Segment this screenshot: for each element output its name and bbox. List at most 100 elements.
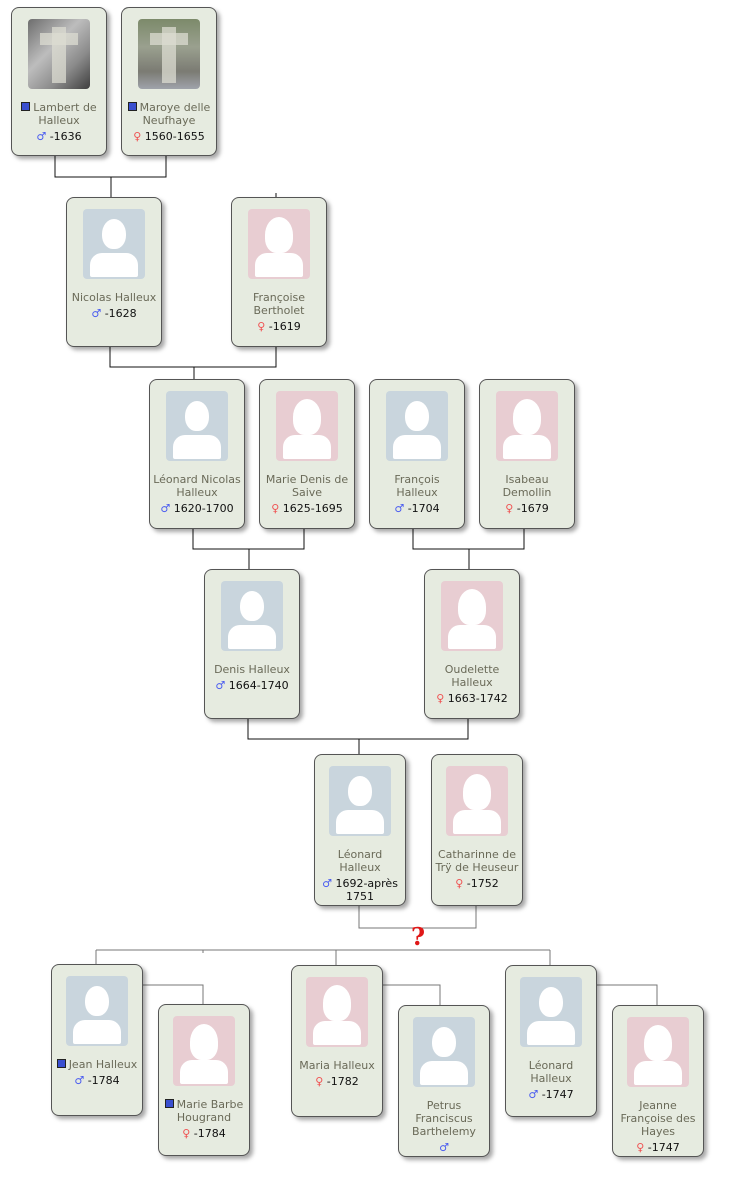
female-silhouette-icon <box>276 391 338 461</box>
person-card-lambert[interactable]: Lambert de Halleux ♂ -1636 <box>11 7 107 156</box>
male-symbol-icon: ♂ <box>36 130 47 143</box>
person-name-text: Maroye delle Neufhaye <box>139 101 211 127</box>
person-name: Françoise Bertholet <box>232 291 326 317</box>
person-card-isabeau[interactable]: Isabeau Demollin ♀ -1679 <box>479 379 575 529</box>
marker-square-icon <box>127 102 137 111</box>
dates-text: -1636 <box>49 130 82 143</box>
person-name: Lambert de Halleux <box>12 101 106 127</box>
person-name-text: Lambert de Halleux <box>33 101 97 127</box>
person-name-text: Léonard Halleux <box>528 1059 574 1085</box>
female-symbol-icon: ♀ <box>271 502 280 515</box>
dates-text: -1704 <box>407 502 440 515</box>
person-name-text: Maria Halleux <box>299 1059 375 1072</box>
male-symbol-icon: ♂ <box>394 502 405 515</box>
marker-square-icon <box>164 1099 174 1108</box>
dates-text: -1782 <box>326 1075 359 1088</box>
person-life-dates: ♂ -1704 <box>370 502 464 515</box>
person-name: Denis Halleux <box>205 663 299 676</box>
male-silhouette-icon <box>329 766 391 836</box>
dates-text: 1620-1700 <box>173 502 234 515</box>
person-card-jeanne[interactable]: Jeanne Françoise des Hayes ♀ -1747 <box>612 1005 704 1157</box>
person-card-nicolas[interactable]: Nicolas Halleux ♂ -1628 <box>66 197 162 347</box>
person-card-catharinne[interactable]: Catharinne de Trÿ de Heuseur♀ -1752 <box>431 754 523 906</box>
person-card-denis[interactable]: Denis Halleux♂ 1664-1740 <box>204 569 300 719</box>
person-life-dates: ♀ -1782 <box>292 1075 382 1088</box>
person-card-maria[interactable]: Maria Halleux ♀ -1782 <box>291 965 383 1117</box>
person-card-leonard-2[interactable]: Léonard Halleux ♂ -1747 <box>505 965 597 1117</box>
person-card-petrus[interactable]: Petrus Franciscus Barthelemy ♂ <box>398 1005 490 1157</box>
person-name-text: Jean Halleux <box>68 1058 138 1071</box>
male-silhouette-icon <box>221 581 283 651</box>
female-symbol-icon: ♀ <box>455 877 464 890</box>
person-name: Maria Halleux <box>292 1059 382 1072</box>
person-name-text: Jeanne Françoise des Hayes <box>620 1099 696 1138</box>
female-symbol-icon: ♀ <box>315 1075 324 1088</box>
male-silhouette-icon <box>83 209 145 279</box>
person-card-francois[interactable]: François Halleux ♂ -1704 <box>369 379 465 529</box>
person-card-francoise[interactable]: Françoise Bertholet♀ -1619 <box>231 197 327 347</box>
person-photo <box>138 19 200 89</box>
female-silhouette-icon <box>446 766 508 836</box>
person-name: Marie Denis de Saive <box>260 473 354 499</box>
person-name-text: Petrus Franciscus Barthelemy <box>412 1099 476 1138</box>
person-life-dates: ♀ 1663-1742 <box>425 692 519 705</box>
dates-text: -1747 <box>541 1088 574 1101</box>
male-symbol-icon: ♂ <box>215 679 226 692</box>
male-symbol-icon: ♂ <box>160 502 171 515</box>
person-life-dates: ♀ -1747 <box>613 1141 703 1154</box>
person-card-oudelette[interactable]: Oudelette Halleux ♀ 1663-1742 <box>424 569 520 719</box>
male-silhouette-icon <box>413 1017 475 1087</box>
female-silhouette-icon <box>496 391 558 461</box>
male-symbol-icon: ♂ <box>528 1088 539 1101</box>
person-name-text: François Halleux <box>394 473 440 499</box>
person-photo <box>28 19 90 89</box>
person-life-dates: ♀ -1752 <box>432 877 522 890</box>
male-silhouette-icon <box>386 391 448 461</box>
person-name: Maroye delle Neufhaye <box>122 101 216 127</box>
unknown-relationship-marker: ? <box>411 922 426 951</box>
person-life-dates: ♀ 1625-1695 <box>260 502 354 515</box>
dates-text: -1747 <box>647 1141 680 1154</box>
person-name: Jean Halleux <box>52 1058 142 1071</box>
female-silhouette-icon <box>441 581 503 651</box>
marker-square-icon <box>56 1059 66 1068</box>
person-card-leonard[interactable]: Léonard Halleux ♂ 1692-après 1751 <box>314 754 406 906</box>
female-symbol-icon: ♀ <box>182 1127 191 1140</box>
male-symbol-icon: ♂ <box>74 1074 85 1087</box>
person-name: Marie Barbe Hougrand <box>159 1098 249 1124</box>
person-life-dates: ♂ <box>399 1141 489 1154</box>
dates-text: -1784 <box>193 1127 226 1140</box>
marker-square-icon <box>21 102 31 111</box>
person-name-text: Oudelette Halleux <box>444 663 500 689</box>
dates-text: -1679 <box>516 502 549 515</box>
person-name: Léonard Nicolas Halleux <box>150 473 244 499</box>
person-name: Nicolas Halleux <box>67 291 161 304</box>
person-name: Petrus Franciscus Barthelemy <box>399 1099 489 1138</box>
person-life-dates: ♀ -1679 <box>480 502 574 515</box>
dates-text: 1692-après 1751 <box>335 877 398 903</box>
dates-text: -1784 <box>87 1074 120 1087</box>
male-symbol-icon: ♂ <box>322 877 332 890</box>
person-life-dates: ♂ -1784 <box>52 1074 142 1087</box>
person-card-marie-denis[interactable]: Marie Denis de Saive ♀ 1625-1695 <box>259 379 355 529</box>
female-symbol-icon: ♀ <box>436 692 445 705</box>
dates-text: -1628 <box>104 307 137 320</box>
person-name-text: Isabeau Demollin <box>502 473 552 499</box>
person-life-dates: ♂ 1692-après 1751 <box>315 877 405 903</box>
person-card-maroye[interactable]: Maroye delle Neufhaye♀ 1560-1655 <box>121 7 217 156</box>
male-silhouette-icon <box>520 977 582 1047</box>
person-name: Isabeau Demollin <box>480 473 574 499</box>
person-card-leonard-nicolas[interactable]: Léonard Nicolas Halleux ♂ 1620-1700 <box>149 379 245 529</box>
dates-text: 1560-1655 <box>144 130 205 143</box>
person-name-text: Léonard Halleux <box>337 848 383 874</box>
person-card-marie-barbe[interactable]: Marie Barbe Hougrand ♀ -1784 <box>158 1004 250 1156</box>
person-card-jean[interactable]: Jean Halleux ♂ -1784 <box>51 964 143 1116</box>
female-silhouette-icon <box>306 977 368 1047</box>
person-name-text: Marie Denis de Saive <box>265 473 349 499</box>
person-name-text: Léonard Nicolas Halleux <box>153 473 241 499</box>
person-name-text: Denis Halleux <box>214 663 290 676</box>
person-name-text: Françoise Bertholet <box>252 291 306 317</box>
male-symbol-icon: ♂ <box>91 307 102 320</box>
female-silhouette-icon <box>248 209 310 279</box>
